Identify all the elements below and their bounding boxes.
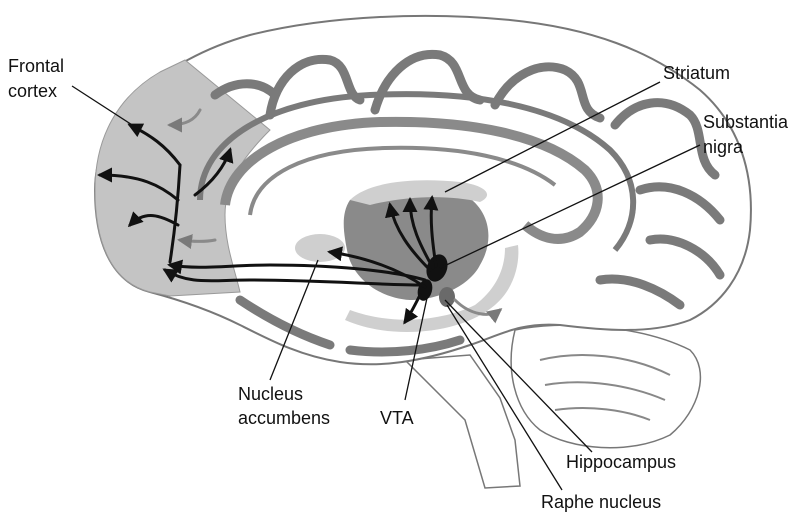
raphe-nucleus-region xyxy=(439,287,455,307)
nucleus-accumbens-region xyxy=(295,234,345,262)
brainstem xyxy=(405,355,520,488)
label-substantia-nigra-line1: Substantia xyxy=(703,112,789,132)
cerebellum xyxy=(511,325,700,448)
label-frontal-cortex-line2: cortex xyxy=(8,81,57,101)
label-hippocampus: Hippocampus xyxy=(566,452,676,472)
label-nucleus-accumbens-line1: Nucleus xyxy=(238,384,303,404)
label-substantia-nigra-line2: nigra xyxy=(703,137,744,157)
label-frontal-cortex-line1: Frontal xyxy=(8,56,64,76)
label-raphe-nucleus: Raphe nucleus xyxy=(541,492,661,512)
label-vta: VTA xyxy=(380,408,414,428)
label-striatum: Striatum xyxy=(663,63,730,83)
label-nucleus-accumbens-line2: accumbens xyxy=(238,408,330,428)
